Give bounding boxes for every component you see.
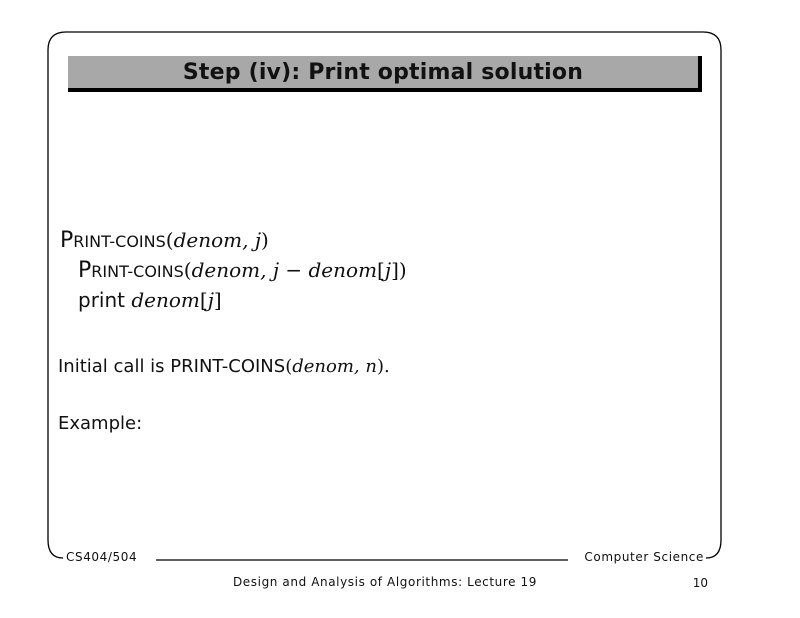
slide-title: Step (iv): Print optimal solution xyxy=(182,59,584,85)
procedure-name-rest: RINT-COINS xyxy=(73,232,166,251)
print-var: denom xyxy=(131,288,200,312)
paren-open: ( xyxy=(285,356,293,377)
pseudocode-line-print: print denom[j] xyxy=(60,286,407,314)
footer-lecture-title: Design and Analysis of Algorithms: Lectu… xyxy=(232,575,538,589)
print-keyword: print xyxy=(78,288,125,312)
pseudocode-block: PRINT-COINS(denom, j) PRINT-COINS(denom,… xyxy=(60,226,407,314)
example-label: Example: xyxy=(58,413,143,434)
procedure-name-rest: RINT-COINS xyxy=(91,262,184,281)
footer-department: Computer Science xyxy=(584,550,704,564)
procedure-args: denom, j xyxy=(173,228,262,252)
procedure-name-initial: P xyxy=(78,258,92,283)
footer-course: CS404/504 xyxy=(66,550,138,564)
slide-title-bar: Step (iv): Print optimal solution xyxy=(68,56,702,92)
paren-close: ). xyxy=(376,356,390,377)
recursive-args: denom, j − denom xyxy=(191,258,378,282)
page-number: 10 xyxy=(692,576,708,590)
bracket-open: [ xyxy=(199,288,208,312)
initial-call-prefix: Initial call is PRINT-COINS xyxy=(58,356,286,377)
pseudocode-line-recursive-call: PRINT-COINS(denom, j − denom[j]) xyxy=(60,256,407,286)
initial-call-args: denom, n xyxy=(292,356,377,377)
pseudocode-line-header: PRINT-COINS(denom, j) xyxy=(60,226,407,256)
index-var: j xyxy=(384,258,392,282)
paren-open: ( xyxy=(165,228,174,252)
bracket-close: ]) xyxy=(391,258,407,282)
procedure-name-initial: P xyxy=(60,228,74,253)
bracket-open: [ xyxy=(377,258,385,282)
bracket-close: ] xyxy=(213,288,222,312)
paren-open: ( xyxy=(183,258,192,282)
index-var: j xyxy=(207,288,214,312)
initial-call-text: Initial call is PRINT-COINS(denom, n). xyxy=(58,354,390,380)
paren-close: ) xyxy=(261,228,269,252)
